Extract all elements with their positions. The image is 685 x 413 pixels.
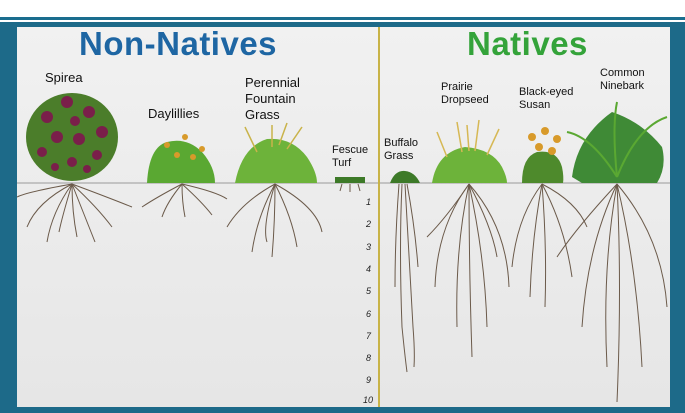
depth-mark: 8 (366, 353, 371, 363)
fountain-grass-roots (227, 184, 322, 257)
depth-mark: 1 (366, 197, 371, 207)
label-prairie-dropseed: PrairieDropseed (441, 81, 489, 107)
depth-mark: 3 (366, 242, 371, 252)
prairie-dropseed-plant (432, 120, 507, 183)
buffalo-grass-roots (395, 184, 418, 372)
diagram-panel: Non-Natives Natives Spirea Daylillies Pe… (17, 27, 670, 407)
depth-mark: 10 (363, 395, 373, 405)
fountain-grass-plant (235, 123, 317, 183)
black-eyed-susan-plant (522, 127, 563, 183)
top-border-bar (0, 0, 685, 20)
spirea-roots (17, 184, 132, 242)
fescue-turf-plant (335, 177, 365, 183)
natives-heading: Natives (467, 27, 588, 63)
common-ninebark-plant (567, 102, 667, 183)
label-fountain-grass: PerennialFountainGrass (245, 75, 300, 123)
depth-mark: 6 (366, 309, 371, 319)
spirea-plant (26, 93, 118, 181)
depth-mark: 9 (366, 375, 371, 385)
non-natives-heading: Non-Natives (79, 27, 277, 63)
depth-mark: 7 (366, 331, 371, 341)
daylillies-roots (142, 184, 227, 217)
plants-roots-illustration (17, 27, 670, 407)
common-ninebark-roots (557, 184, 667, 402)
label-daylillies: Daylillies (148, 106, 199, 122)
label-common-ninebark: CommonNinebark (600, 67, 645, 93)
depth-mark: 5 (366, 286, 371, 296)
native-divider-line (378, 27, 380, 407)
fescue-turf-roots (340, 184, 360, 192)
label-buffalo-grass: BuffaloGrass (384, 137, 418, 163)
depth-mark: 2 (366, 219, 371, 229)
buffalo-grass-plant (390, 171, 420, 183)
depth-mark: 4 (366, 264, 371, 274)
label-spirea: Spirea (45, 70, 83, 86)
daylillies-plant (147, 134, 215, 183)
label-black-eyed-susan: Black-eyedSusan (519, 86, 573, 112)
prairie-dropseed-roots (427, 184, 509, 357)
black-eyed-susan-roots (512, 184, 587, 307)
label-fescue-turf: FescueTurf (332, 144, 368, 170)
